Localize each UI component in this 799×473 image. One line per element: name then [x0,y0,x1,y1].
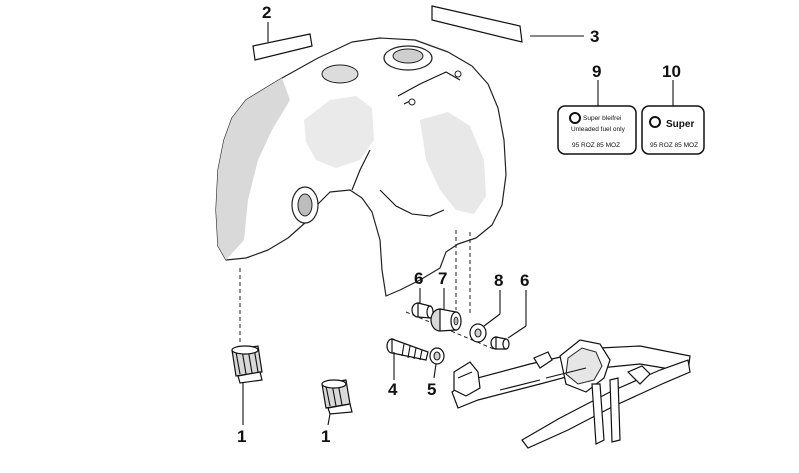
callout-10: 10 [662,62,681,81]
bush-6a [411,302,434,319]
bolt-4 [386,338,429,361]
callout-5: 5 [427,380,436,399]
decal-strip-3 [431,5,523,43]
frame [451,339,691,449]
callout-9: 9 [592,62,601,81]
centerline-bolt [405,311,497,351]
label-10-line2: 95 ROZ 85 MOZ [650,142,698,149]
fuel-label-10: Super 95 ROZ 85 MOZ [641,105,705,155]
callout-8: 8 [494,271,503,290]
rubber-buffer-1b [321,379,353,415]
label-9-line2: Unleaded fuel only [571,126,626,133]
callout-1b: 1 [321,427,330,446]
callout-3: 3 [590,27,599,46]
rubber-buffer-1a [231,345,263,384]
fuel-label-9: Super bleifrei Unleaded fuel only 95 ROZ… [557,105,637,155]
callout-4: 4 [388,380,398,399]
callout-2: 2 [262,3,271,22]
washer-8 [469,323,487,343]
bush-6b [490,336,510,350]
callout-6a: 6 [414,269,423,288]
decal-strip-2 [252,33,313,61]
washer-5 [429,347,445,365]
callout-7: 7 [438,269,447,288]
callout-6b: 6 [520,271,529,290]
label-9-line1: Super bleifrei [583,115,621,122]
rubber-mount-7 [430,308,462,332]
callout-1a: 1 [237,427,246,446]
label-9-line3: 95 ROZ 85 MOZ [572,142,620,149]
fuel-tank [215,37,507,297]
label-10-line1: Super [666,119,694,130]
leader-lines [242,22,674,426]
